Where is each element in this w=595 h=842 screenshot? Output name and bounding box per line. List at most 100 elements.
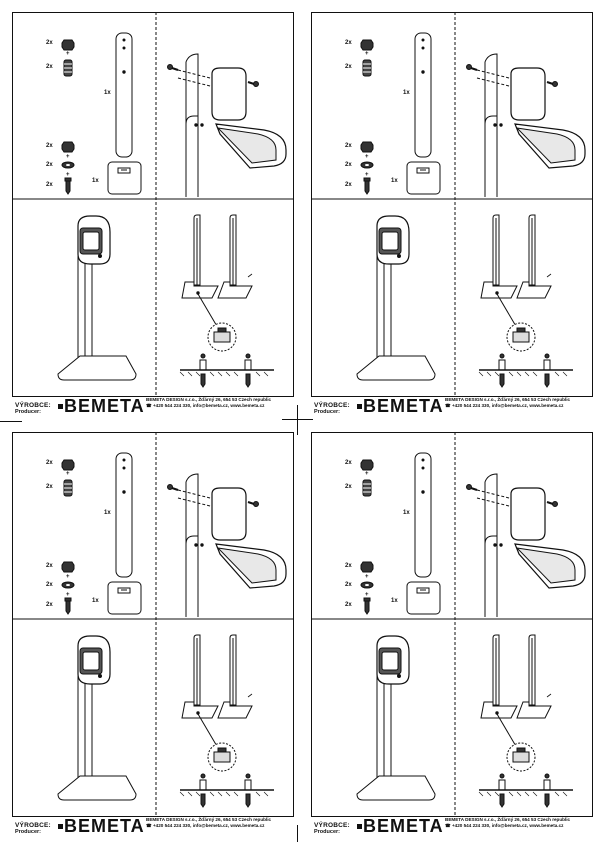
address-line-1: BEMETA DESIGN s.r.o., Žďárný 26, 654 53 … <box>445 817 571 822</box>
bemeta-logo: BEMETA <box>357 817 444 835</box>
qty-washer: 2x <box>345 582 352 588</box>
logo-text: BEMETA <box>64 816 145 836</box>
nut-icon <box>360 39 374 51</box>
pillar-icon <box>115 32 133 158</box>
sheet-footer: VÝROBCE: Producer: BEMETA BEMETA DESIGN … <box>12 394 294 416</box>
instruction-drawings <box>12 12 294 397</box>
company-address: BEMETA DESIGN s.r.o., Žďárný 26, 654 53 … <box>146 397 294 409</box>
qty-screw: 2x <box>345 602 352 608</box>
wall-anchor-icon <box>63 59 73 77</box>
wall-anchor-icon <box>362 59 372 77</box>
floor-mount-drawing <box>179 634 274 808</box>
instruction-sheet-3: 2x + 2x 1x 2x + 2x + 2x 1x VÝROBCE: Prod… <box>12 432 294 836</box>
bemeta-logo: BEMETA <box>58 817 145 835</box>
qty-screw: 2x <box>345 182 352 188</box>
base-plate-icon <box>107 581 142 615</box>
screw-icon <box>363 177 371 195</box>
address-line-2: ☎ +420 544 224 330, info@bemeta.cz, www.… <box>146 403 265 408</box>
pillar-icon <box>414 32 432 158</box>
company-address: BEMETA DESIGN s.r.o., Žďárný 26, 654 53 … <box>146 817 294 829</box>
plus-sign: + <box>365 471 369 477</box>
screw-icon <box>64 597 72 615</box>
qty-pillar: 1x <box>104 90 111 96</box>
base-plate-icon <box>406 581 441 615</box>
instruction-drawings <box>311 12 593 397</box>
qty-nut: 2x <box>345 460 352 466</box>
screw-icon <box>64 177 72 195</box>
address-line-1: BEMETA DESIGN s.r.o., Žďárný 26, 654 53 … <box>146 397 272 402</box>
sheet-frame <box>311 12 593 397</box>
nut-icon <box>61 39 75 51</box>
plus-sign-3: + <box>66 592 70 598</box>
wall-mount-drawing <box>466 473 586 617</box>
qty-base: 1x <box>391 178 398 184</box>
address-line-2: ☎ +420 544 224 330, info@bemeta.cz, www.… <box>146 823 265 828</box>
washer-icon <box>61 161 75 169</box>
washer-icon <box>360 581 374 589</box>
instruction-sheet-1: 2x + 2x 1x 2x + 2x + 2x 1x VÝROBCE: Prod… <box>12 12 294 416</box>
nut-icon <box>61 459 75 471</box>
sheet-footer: VÝROBCE: Producer: BEMETA BEMETA DESIGN … <box>12 814 294 836</box>
plus-sign: + <box>66 471 70 477</box>
plus-sign-2: + <box>66 154 70 160</box>
qty-washer: 2x <box>46 162 53 168</box>
wall-mount-drawing <box>167 53 287 197</box>
wall-anchor-icon <box>362 479 372 497</box>
nut-icon-2 <box>61 141 75 153</box>
logo-text: BEMETA <box>64 396 145 416</box>
pillar-icon <box>414 452 432 578</box>
nut-icon-2 <box>360 141 374 153</box>
manufacturer-label: VÝROBCE: <box>314 822 350 829</box>
qty-screw: 2x <box>46 182 53 188</box>
assembled-stand-drawing <box>356 215 436 381</box>
plus-sign-2: + <box>365 574 369 580</box>
qty-pillar: 1x <box>104 510 111 516</box>
qty-base: 1x <box>391 598 398 604</box>
base-plate-icon <box>406 161 441 195</box>
qty-base: 1x <box>92 598 99 604</box>
logo-text: BEMETA <box>363 396 444 416</box>
instruction-sheet-2: 2x + 2x 1x 2x + 2x + 2x 1x VÝROBCE: Prod… <box>311 12 593 416</box>
qty-washer: 2x <box>46 582 53 588</box>
qty-anchor: 2x <box>46 64 53 70</box>
qty-pillar: 1x <box>403 90 410 96</box>
plus-sign-3: + <box>365 592 369 598</box>
nut-icon <box>360 459 374 471</box>
logo-text: BEMETA <box>363 816 444 836</box>
company-address: BEMETA DESIGN s.r.o., Žďárný 26, 654 53 … <box>445 397 593 409</box>
qty-anchor: 2x <box>345 484 352 490</box>
sheet-frame <box>12 432 294 817</box>
sheet-frame <box>311 432 593 817</box>
producer-label: Producer: <box>15 409 41 415</box>
floor-mount-drawing <box>478 634 573 808</box>
sheet-footer: VÝROBCE: Producer: BEMETA BEMETA DESIGN … <box>311 394 593 416</box>
nut-icon-2 <box>61 561 75 573</box>
base-plate-icon <box>107 161 142 195</box>
company-address: BEMETA DESIGN s.r.o., Žďárný 26, 654 53 … <box>445 817 593 829</box>
wall-mount-drawing <box>167 473 287 617</box>
instruction-sheet-4: 2x + 2x 1x 2x + 2x + 2x 1x VÝROBCE: Prod… <box>311 432 593 836</box>
plus-sign-2: + <box>66 574 70 580</box>
qty-washer: 2x <box>345 162 352 168</box>
manufacturer-label: VÝROBCE: <box>15 822 51 829</box>
assembled-stand-drawing <box>356 635 436 801</box>
crop-mark-bottom <box>297 825 298 842</box>
crop-mark-left <box>0 421 22 422</box>
plus-sign-2: + <box>365 154 369 160</box>
qty-nut-2: 2x <box>46 563 53 569</box>
producer-label: Producer: <box>15 829 41 835</box>
qty-base: 1x <box>92 178 99 184</box>
wall-anchor-icon <box>63 479 73 497</box>
bemeta-logo: BEMETA <box>357 397 444 415</box>
nut-icon-2 <box>360 561 374 573</box>
qty-nut: 2x <box>345 40 352 46</box>
qty-anchor: 2x <box>46 484 53 490</box>
pillar-icon <box>115 452 133 578</box>
qty-anchor: 2x <box>345 64 352 70</box>
manufacturer-label: VÝROBCE: <box>15 402 51 409</box>
crop-mark-vertical <box>297 405 298 435</box>
address-line-2: ☎ +420 544 224 330, info@bemeta.cz, www.… <box>445 403 564 408</box>
plus-sign: + <box>365 51 369 57</box>
producer-label: Producer: <box>314 409 340 415</box>
qty-pillar: 1x <box>403 510 410 516</box>
